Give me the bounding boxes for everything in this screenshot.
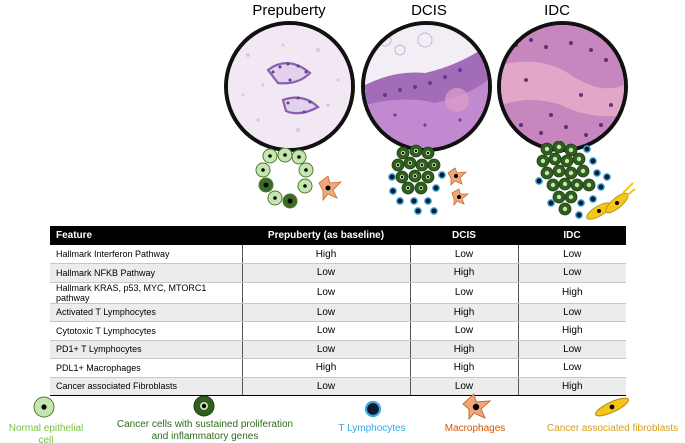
value-cell: High bbox=[517, 321, 626, 341]
value-cell: High bbox=[517, 282, 626, 304]
feature-cell: Cytotoxic T Lymphocytes bbox=[50, 321, 242, 341]
fibroblast-legend-icon bbox=[595, 397, 629, 417]
value-cell: Low bbox=[241, 263, 410, 283]
table-row: Cytotoxic T Lymphocytes Low Low High bbox=[50, 321, 626, 341]
value-cell: High bbox=[241, 358, 410, 378]
table-header-row: Feature Prepuberty (as baseline) DCIS ID… bbox=[50, 226, 626, 245]
table-row: Activated T Lymphocytes Low High Low bbox=[50, 303, 626, 322]
stage-title-prepuberty: Prepuberty bbox=[252, 2, 326, 19]
feature-table: Feature Prepuberty (as baseline) DCIS ID… bbox=[50, 226, 626, 396]
micrograph-idc bbox=[497, 21, 628, 152]
table-row: PD1+ T Lymphocytes Low High Low bbox=[50, 340, 626, 359]
stage-title-dcis: DCIS bbox=[411, 2, 447, 19]
header-feature: Feature bbox=[50, 226, 242, 245]
feature-cell: Hallmark Interferon Pathway bbox=[50, 245, 242, 264]
value-cell: High bbox=[409, 340, 518, 359]
value-cell: Low bbox=[409, 377, 518, 396]
feature-cell: PDL1+ Macrophages bbox=[50, 358, 242, 378]
table-row: Hallmark NFKB Pathway Low High Low bbox=[50, 263, 626, 283]
value-cell: High bbox=[409, 358, 518, 378]
value-cell: Low bbox=[409, 245, 518, 264]
stage-title-idc: IDC bbox=[544, 2, 570, 19]
header-dcis: DCIS bbox=[410, 226, 518, 245]
value-cell: Low bbox=[241, 303, 410, 322]
normal-duct-illustration bbox=[255, 148, 343, 209]
idc-illustration bbox=[535, 141, 636, 220]
micrograph-prepuberty bbox=[224, 21, 355, 152]
header-idc: IDC bbox=[518, 226, 626, 245]
value-cell: Low bbox=[517, 263, 626, 283]
value-cell: Low bbox=[241, 377, 410, 396]
feature-cell: PD1+ T Lymphocytes bbox=[50, 340, 242, 359]
feature-cell: Hallmark KRAS, p53, MYC, MTORC1 pathway bbox=[50, 282, 242, 304]
legend-macrophages: Macrophages bbox=[444, 423, 506, 434]
macrophage-legend-icon bbox=[462, 393, 492, 420]
cancer-cell-legend-icon bbox=[193, 395, 215, 417]
table-row: Cancer associated Fibroblasts Low Low Hi… bbox=[50, 377, 626, 396]
header-prepuberty: Prepuberty (as baseline) bbox=[242, 226, 410, 245]
legend-cancer-line1: Cancer cells with sustained proliferatio… bbox=[116, 419, 294, 430]
micrograph-dcis bbox=[361, 21, 492, 152]
legend-t-lymphocytes: T Lymphocytes bbox=[338, 423, 406, 434]
feature-cell: Hallmark NFKB Pathway bbox=[50, 263, 242, 283]
legend-cancer-line2: and inflammatory genes bbox=[151, 431, 259, 442]
legend-normal-epithelial: Normal epithelial cell bbox=[8, 423, 84, 443]
value-cell: High bbox=[409, 263, 518, 283]
table-row: PDL1+ Macrophages High High Low bbox=[50, 358, 626, 378]
feature-cell: Cancer associated Fibroblasts bbox=[50, 377, 242, 396]
legend-cancer-cells: Cancer cells with sustained proliferatio… bbox=[115, 419, 295, 443]
table-row: Hallmark Interferon Pathway High Low Low bbox=[50, 245, 626, 264]
tcell-legend-icon bbox=[364, 400, 382, 418]
value-cell: High bbox=[409, 303, 518, 322]
value-cell: Low bbox=[409, 321, 518, 341]
value-cell: Low bbox=[517, 358, 626, 378]
value-cell: High bbox=[241, 245, 410, 264]
value-cell: Low bbox=[517, 245, 626, 264]
value-cell: High bbox=[517, 377, 626, 396]
normal-cell-legend-icon bbox=[33, 396, 55, 418]
value-cell: Low bbox=[517, 303, 626, 322]
table-row: Hallmark KRAS, p53, MYC, MTORC1 pathway … bbox=[50, 282, 626, 304]
value-cell: Low bbox=[241, 282, 410, 304]
legend-cancer-associated-fibroblasts: Cancer associated fibroblasts bbox=[546, 423, 679, 434]
value-cell: Low bbox=[241, 321, 410, 341]
value-cell: Low bbox=[241, 340, 410, 359]
feature-cell: Activated T Lymphocytes bbox=[50, 303, 242, 322]
dcis-illustration bbox=[388, 144, 470, 215]
value-cell: Low bbox=[517, 340, 626, 359]
value-cell: Low bbox=[409, 282, 518, 304]
macrophage-illustration bbox=[318, 175, 343, 202]
